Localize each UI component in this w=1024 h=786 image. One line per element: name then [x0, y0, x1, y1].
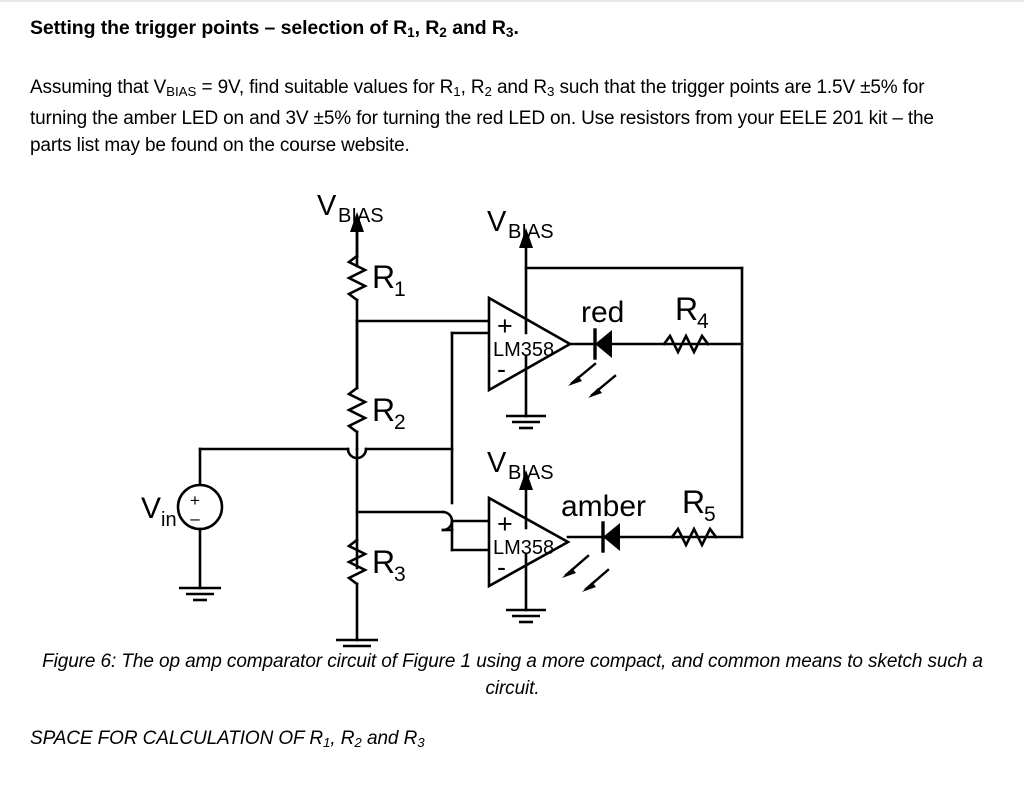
r5-sub: 5 — [704, 503, 716, 526]
opamp1-triangle — [487, 295, 573, 393]
circuit-figure: V BIAS V BIAS V BIAS R 1 R 2 — [0, 178, 1024, 648]
heading-sub-3: 3 — [505, 25, 514, 40]
r3-main: R — [372, 544, 395, 580]
ground-symbol-vin — [179, 586, 221, 602]
figure-caption: Figure 6: The op amp comparator circuit … — [30, 648, 995, 702]
vbias-supply-arrow-opamp2 — [519, 470, 533, 530]
led-amber-diode-symbol — [601, 521, 620, 553]
space-mid-2: and R — [361, 728, 418, 749]
heading-suffix: . — [513, 17, 519, 39]
ground-symbol-opamp2 — [506, 608, 546, 624]
r2-subscript: 2 — [484, 83, 492, 99]
paragraph-part-2: = 9V, find suitable values for R — [196, 77, 454, 98]
ground-symbol-opamp1 — [506, 414, 546, 430]
wire-opamp1-minus-input — [450, 331, 491, 451]
led-amber-emission-arrows — [562, 554, 610, 592]
space-for-calculation: SPACE FOR CALCULATION OF R1, R2 and R3 — [30, 728, 425, 750]
paragraph-part-3: , R — [460, 77, 485, 98]
opamp2-triangle — [487, 495, 571, 589]
vbias-opamp1-main: V — [487, 206, 507, 238]
resistor-r4-symbol — [662, 333, 710, 355]
paragraph-part-5: such that the trigger points are 1.5V ±5… — [30, 77, 934, 156]
label-vbias-opamp2: V BIAS — [487, 447, 554, 484]
vbias-divider-sub: BIAS — [338, 205, 384, 227]
resistor-r3-symbol — [346, 538, 368, 642]
label-r3: R 3 — [372, 544, 406, 586]
wire-vin-to-divider — [198, 447, 454, 460]
label-vin: V in — [141, 492, 177, 531]
r3-sub: 3 — [394, 563, 406, 586]
space-sub-2: 2 — [354, 734, 362, 750]
r1-subscript: 1 — [453, 83, 461, 99]
opamp2-part-number: LM358 — [493, 537, 554, 559]
paragraph-part-4: and R — [491, 77, 547, 98]
opamp1-part-number: LM358 — [493, 339, 554, 361]
vbias-opamp2-main: V — [487, 447, 507, 479]
heading-sub-1: 1 — [407, 25, 415, 40]
label-r4: R 4 — [675, 291, 709, 333]
label-vbias-divider: V BIAS — [317, 190, 384, 227]
label-r5: R 5 — [682, 484, 716, 526]
vin-main: V — [141, 492, 161, 525]
r2-main: R — [372, 392, 395, 428]
problem-statement: Assuming that VBIAS = 9V, find suitable … — [30, 74, 975, 159]
heading-sub-2: 2 — [439, 25, 447, 40]
label-r2: R 2 — [372, 392, 406, 434]
space-prefix: SPACE FOR CALCULATION OF R — [30, 728, 324, 749]
page-title: Setting the trigger points – selection o… — [30, 16, 990, 41]
opamp2-minus-terminal: - — [497, 552, 506, 582]
opamp1-minus-terminal: - — [497, 354, 506, 384]
resistor-r5-symbol — [670, 526, 718, 548]
r5-main: R — [682, 484, 705, 520]
source-plus-sign: + — [190, 491, 200, 510]
r3-subscript: 3 — [546, 83, 555, 99]
vbias-divider-main: V — [317, 190, 337, 222]
label-led-red: red — [581, 296, 624, 329]
led-red-emission-arrows — [568, 362, 617, 398]
label-vbias-opamp1: V BIAS — [487, 206, 554, 243]
wire-divider-node-to-opamp2-plus — [355, 510, 491, 532]
page-top-border — [0, 0, 1024, 2]
voltage-source-vin — [176, 483, 224, 590]
opamp2-plus-terminal: + — [497, 509, 513, 539]
source-minus-sign: – — [190, 509, 200, 528]
r4-main: R — [675, 291, 698, 327]
label-led-amber: amber — [561, 490, 646, 523]
space-mid-1: , R — [330, 728, 355, 749]
wire-input-vertical-to-opamp2 — [450, 447, 491, 552]
vbias-opamp2-sub: BIAS — [508, 462, 554, 484]
circuit-diagram-svg: V BIAS V BIAS V BIAS R 1 R 2 — [141, 190, 744, 648]
ground-symbol-r3 — [336, 638, 378, 648]
r1-main: R — [372, 259, 395, 295]
caption-line-2: means to sketch such a circuit. — [485, 651, 983, 699]
led-red-diode-symbol — [593, 328, 612, 360]
space-sub-1: 1 — [323, 734, 331, 750]
heading-mid-2: and R — [446, 17, 506, 39]
caption-line-1: Figure 6: The op amp comparator circuit … — [42, 651, 781, 672]
vbias-opamp1-sub: BIAS — [508, 221, 554, 243]
opamp1-plus-terminal: + — [497, 311, 513, 341]
vbias-subscript: BIAS — [166, 83, 197, 99]
paragraph-part-1: Assuming that V — [30, 77, 167, 98]
heading-mid-1: , R — [414, 17, 440, 39]
space-sub-3: 3 — [417, 734, 425, 750]
label-r1: R 1 — [372, 259, 406, 301]
vbias-supply-arrow-opamp1 — [519, 228, 533, 335]
vin-sub: in — [161, 509, 177, 531]
heading-prefix: Setting the trigger points – selection o… — [30, 17, 408, 39]
r4-sub: 4 — [697, 310, 709, 333]
r1-sub: 1 — [394, 278, 406, 301]
resistor-r2-symbol — [346, 319, 368, 451]
r2-sub: 2 — [394, 411, 406, 434]
